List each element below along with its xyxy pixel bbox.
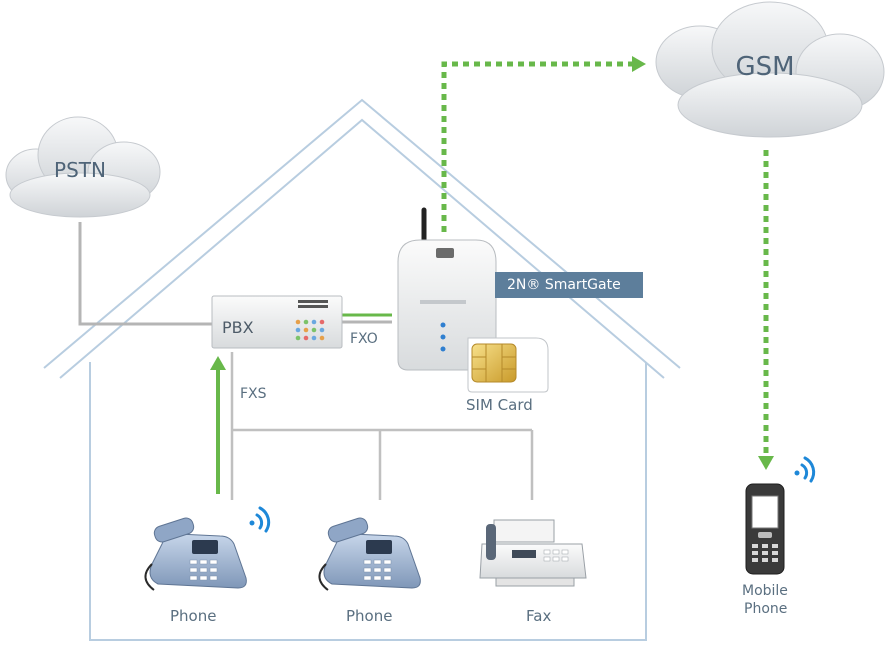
fxs-arrow	[210, 356, 226, 494]
fxo-label: FXO	[350, 331, 378, 347]
pstn-cloud	[5, 116, 161, 218]
pstn-label: PSTN	[54, 158, 106, 182]
wifi-signal-icon	[249, 506, 271, 533]
phone-1-label: Phone	[170, 607, 217, 625]
smartgate-badge: 2N® SmartGate	[495, 272, 643, 298]
gsm-uplink	[441, 56, 646, 232]
fax-label: Fax	[526, 607, 552, 625]
phone-line-tree	[230, 352, 534, 500]
mobile-phone	[745, 483, 785, 575]
phone-2	[318, 517, 421, 591]
gsm-downlink	[758, 150, 774, 470]
mobile-label-line2: Phone	[744, 601, 788, 617]
fxs-label: FXS	[240, 386, 267, 402]
pbx-device	[211, 295, 343, 349]
mobile-label-line1: Mobile	[742, 583, 788, 599]
gsm-cloud	[655, 1, 885, 138]
phone-2-label: Phone	[346, 607, 393, 625]
pstn-pbx-wire	[78, 222, 212, 326]
wifi-signal-icon	[794, 456, 816, 483]
sim-card	[467, 337, 549, 393]
gsm-label: GSM	[735, 52, 795, 82]
phone-1	[144, 517, 247, 591]
pbx-ports	[295, 319, 325, 341]
fax-machine	[479, 519, 587, 587]
sim-card-label: SIM Card	[466, 396, 533, 414]
pbx-label: PBX	[222, 318, 254, 337]
fxo-link	[342, 313, 392, 324]
